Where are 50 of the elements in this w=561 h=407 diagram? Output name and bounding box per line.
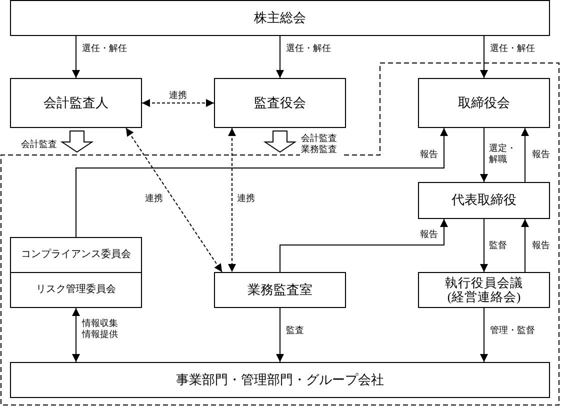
box-label: リスク管理委員会 [36, 284, 116, 296]
org-box [418, 182, 550, 219]
arrow [280, 218, 448, 272]
box-label: 取締役会 [458, 96, 510, 110]
edge-label: 連携 [236, 193, 256, 204]
arrow [521, 128, 529, 182]
edge-label: 報告 [419, 149, 439, 160]
edge-label: 監督 [488, 240, 508, 252]
org-box [418, 78, 550, 128]
arrow [72, 308, 80, 362]
arrow [480, 308, 488, 362]
edge-label: 監査 [285, 325, 305, 336]
box-label: 株主総会 [254, 10, 306, 26]
dashed-arrow [228, 128, 236, 272]
edge-label: 報告 [531, 149, 551, 160]
arrow [480, 128, 488, 182]
org-box [214, 272, 346, 308]
org-box [10, 272, 142, 308]
box-label: 執行役員会議(経営連絡会) [444, 276, 524, 304]
org-box [10, 78, 142, 128]
arrow [276, 36, 284, 78]
box-label: 業務監査室 [248, 282, 312, 298]
arrow [76, 128, 448, 238]
edge-label: 選任・解任 [81, 43, 128, 54]
arrow [480, 36, 488, 78]
org-box [214, 78, 346, 128]
arrow [480, 218, 488, 272]
arrow [72, 36, 80, 78]
box-label: 監査役会 [254, 96, 306, 110]
audit-label: 会計監査業務監査 [300, 133, 342, 156]
dashed-arrow [142, 99, 214, 107]
org-box [10, 0, 550, 36]
edge-label: 選任・解任 [489, 43, 536, 54]
audit-label: 会計監査 [20, 139, 58, 150]
box-label: 事業部門・管理部門・グループ会社 [176, 372, 384, 388]
arrow [276, 308, 284, 362]
org-box [10, 237, 142, 273]
box-label: 会計監査人 [44, 96, 108, 110]
edge-label: 選任・解任 [285, 43, 332, 54]
org-box [418, 272, 550, 308]
arrow [521, 218, 529, 272]
edge-label: 報告 [419, 229, 439, 240]
edge-label: 連携 [168, 90, 188, 102]
dashed-arrow [126, 128, 222, 272]
edge-label: 連携 [144, 193, 164, 204]
box-label: 代表取締役 [452, 193, 516, 208]
box-label: コンプライアンス委員会 [21, 249, 131, 261]
edge-label: 報告 [531, 240, 551, 252]
org-box [10, 362, 550, 398]
edge-label: 管理・監督 [489, 325, 536, 336]
